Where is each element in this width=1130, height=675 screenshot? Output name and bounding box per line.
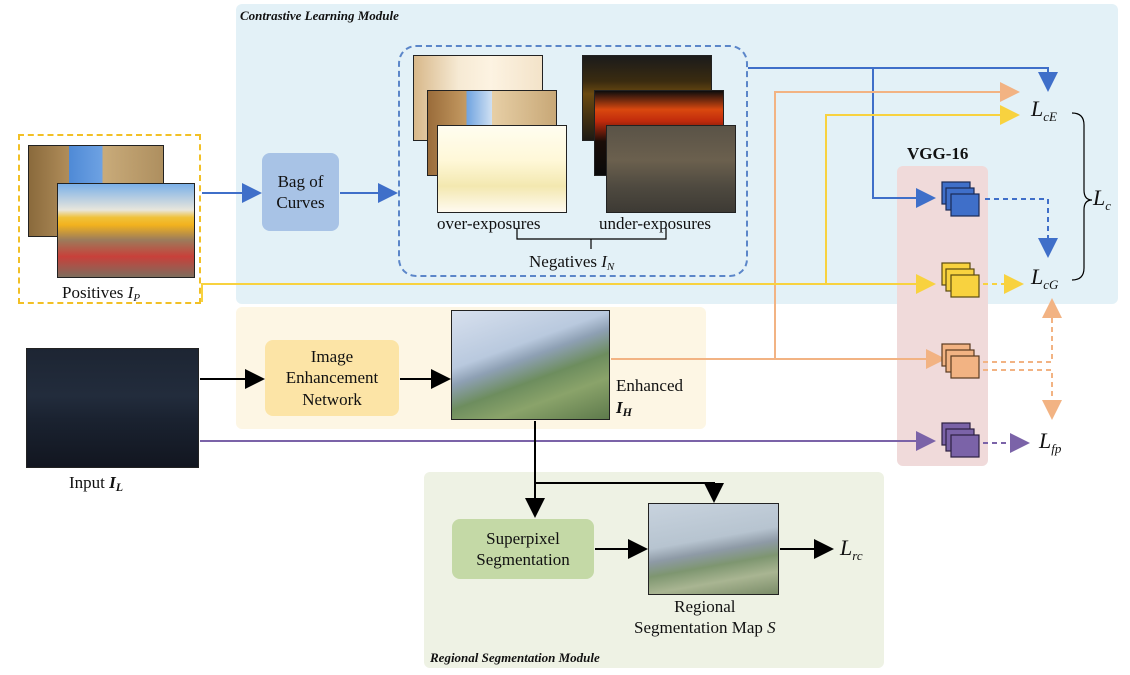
image-enhancement-network-label: Image Enhancement Network [285,347,379,409]
image-enhancement-network-box: Image Enhancement Network [265,340,399,416]
loss-lcg: LcG [1031,264,1059,292]
positives-group [18,134,201,304]
under-exposures-label: under-exposures [599,214,712,233]
negatives-label: Negatives IN [529,252,615,273]
arrow-vgg-orange-to-losses [983,298,1062,363]
superpixel-segmentation-box: Superpixel Segmentation [452,519,594,579]
segmentation-map-image [648,503,779,595]
input-label: Input IL [69,473,124,494]
arrow-vgg-orange-to-lfp [983,369,1062,420]
negatives-group [398,45,748,277]
loss-lrc: Lrc [840,535,863,563]
loss-lce: LcE [1031,96,1057,124]
enhanced-label: Enhanced IH [616,376,684,420]
regional-module-title: Regional Segmentation Module [430,650,600,665]
enhanced-image [451,310,610,420]
over-exposure-image-3 [437,125,567,213]
bag-of-curves-box: Bag of Curves [262,153,339,231]
under-exposure-image-3 [606,125,736,213]
superpixel-segmentation-label: Superpixel Segmentation [476,528,570,569]
regional-map-label: Regional Segmentation Map S [634,597,776,638]
loss-lc: Lc [1093,185,1112,213]
vgg-title: VGG-16 [907,144,969,163]
vgg-panel [897,166,988,466]
over-exposures-label: over-exposures [437,214,541,233]
positives-label: Positives IP [62,283,141,304]
positive-image-front [57,183,195,278]
contrastive-module-title: Contrastive Learning Module [240,8,399,23]
input-image [26,348,199,468]
loss-lfp: Lfp [1039,428,1062,456]
bag-of-curves-label: Bag of Curves [276,171,325,212]
